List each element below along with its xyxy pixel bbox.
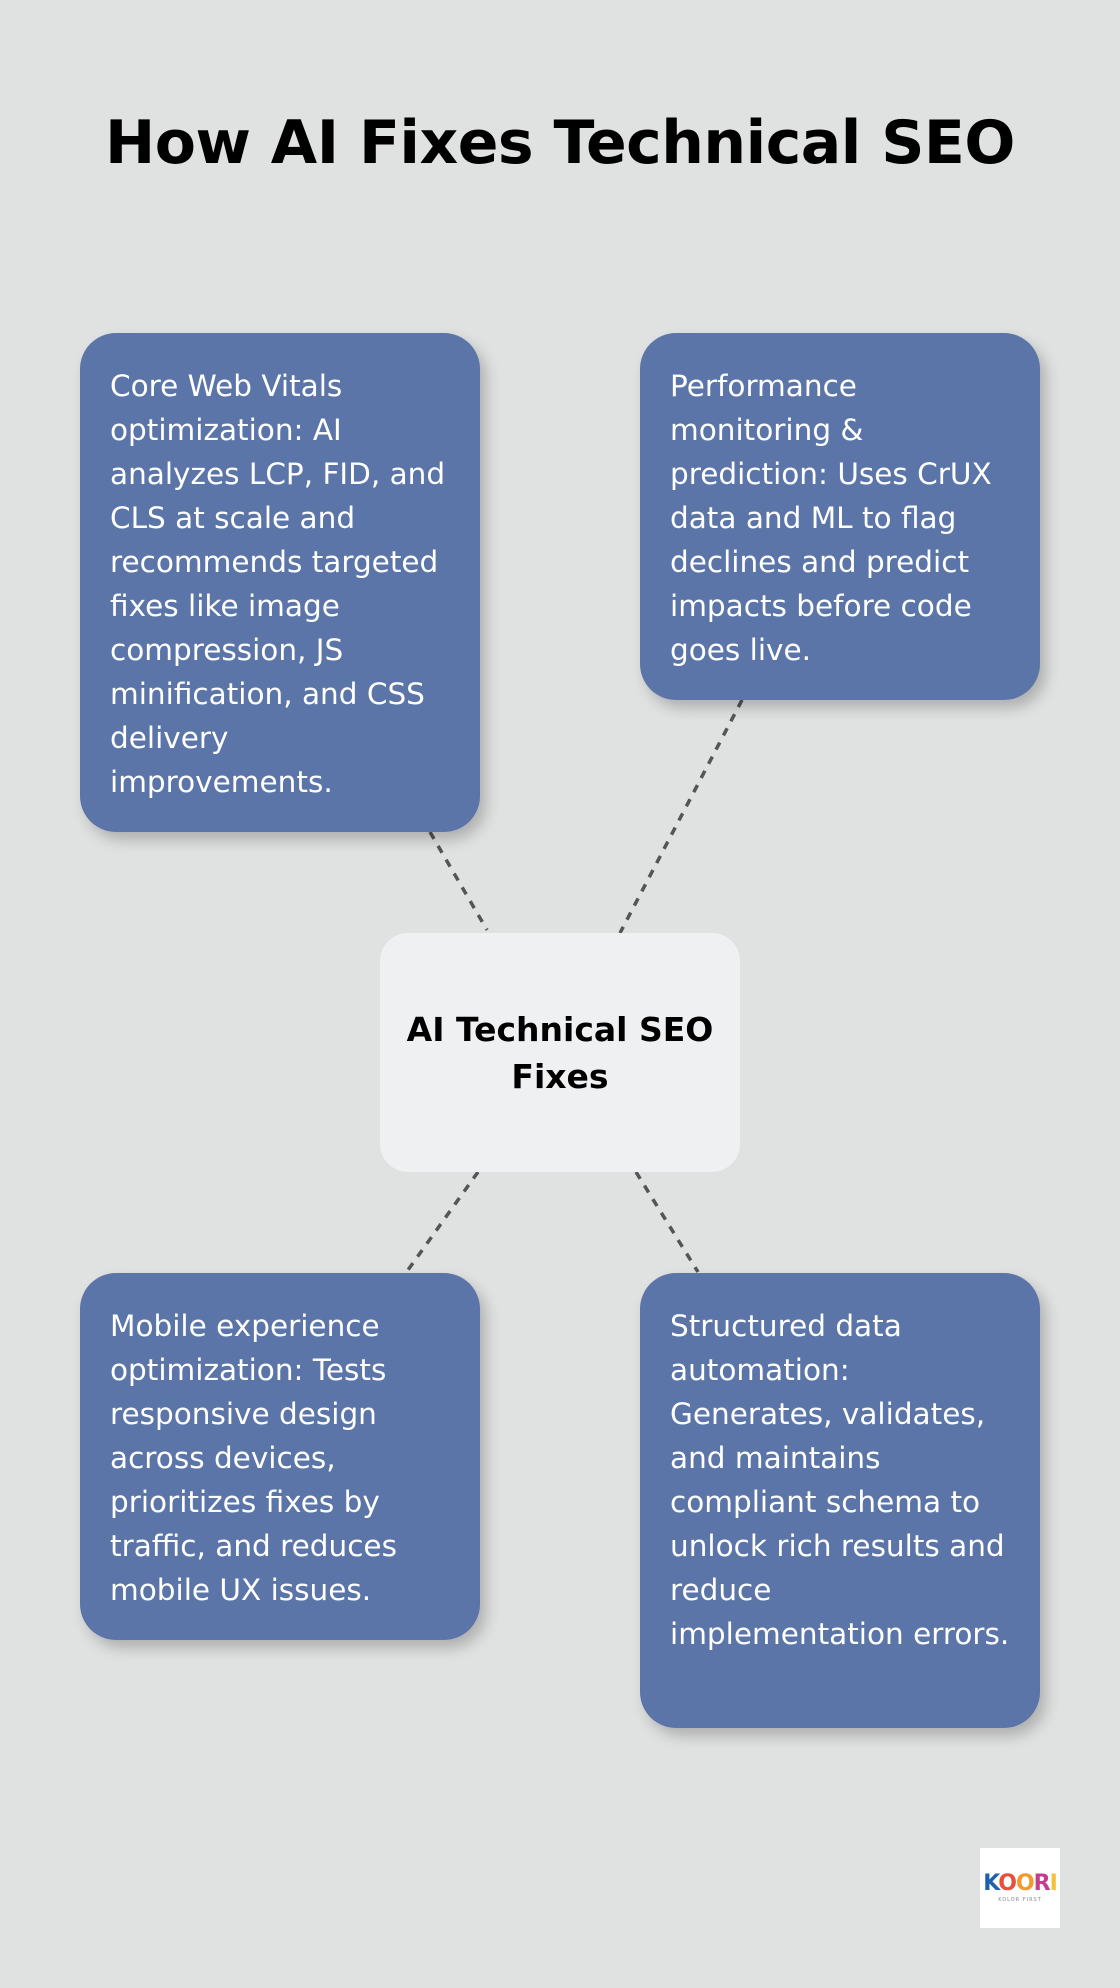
page-title: How AI Fixes Technical SEO	[105, 108, 1015, 178]
center-node-label: AI Technical SEO Fixes	[406, 1009, 714, 1096]
logo-tagline: KOLOR FIRST	[998, 1897, 1042, 1903]
mobile-experience-box: Mobile experience optimization: Tests re…	[80, 1273, 480, 1640]
connector-bottom-left	[406, 1170, 480, 1272]
structured-data-box: Structured data automation: Generates, v…	[640, 1273, 1040, 1728]
core-web-vitals-box: Core Web Vitals optimization: AI analyze…	[80, 333, 480, 832]
connector-top-left	[428, 831, 489, 931]
brand-logo: KOORI KOLOR FIRST	[980, 1848, 1060, 1928]
connector-bottom-right	[634, 1171, 700, 1273]
connector-top-right	[618, 699, 744, 934]
center-node: AI Technical SEO Fixes	[380, 933, 740, 1172]
logo-mark: KOORI	[983, 1871, 1058, 1896]
performance-monitoring-box: Performance monitoring & prediction: Use…	[640, 333, 1040, 700]
